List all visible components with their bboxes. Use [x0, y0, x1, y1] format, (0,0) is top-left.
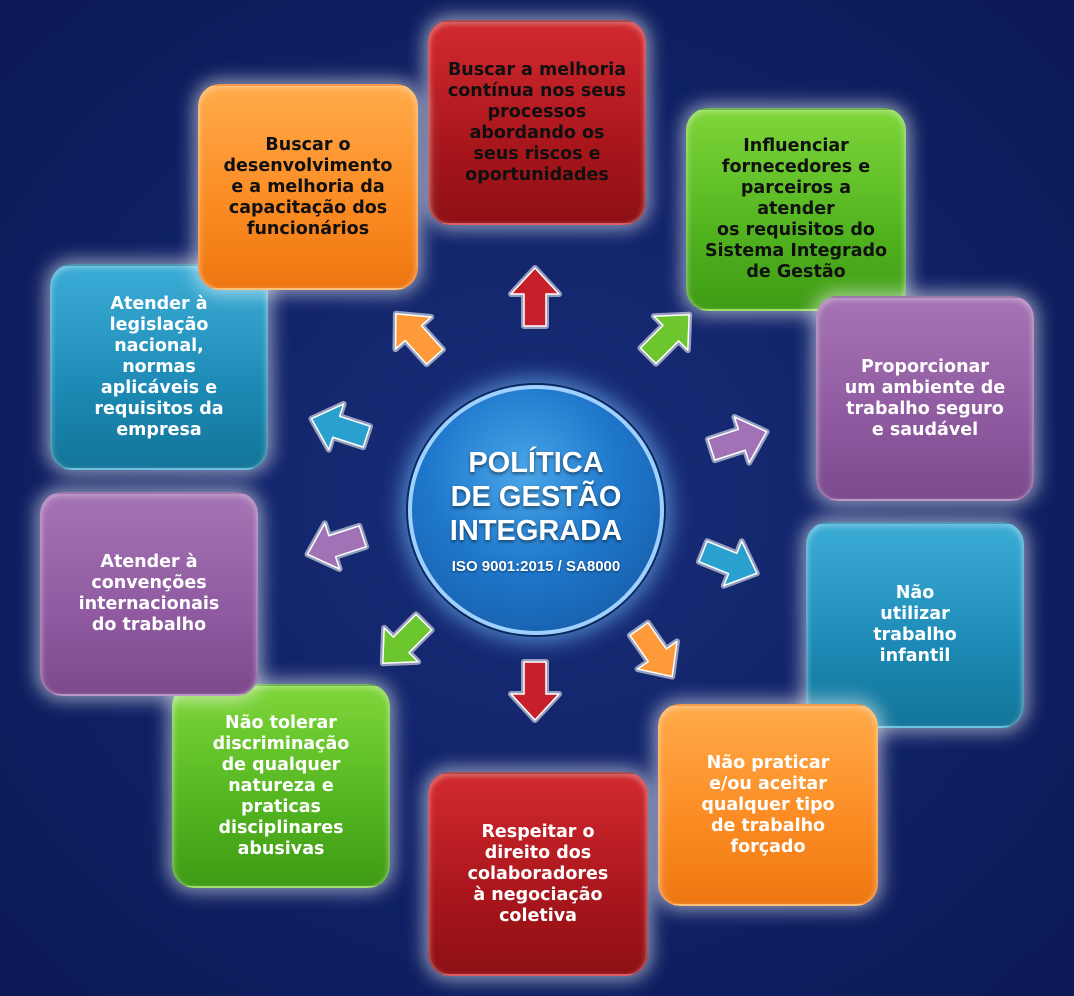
arrow-upleft-orange-shape	[394, 312, 444, 365]
arrow-downleft-green	[379, 611, 435, 667]
item-text: Buscar a melhoria contínua nos seus proc…	[447, 59, 627, 185]
item-box-melhoria-continua: Buscar a melhoria contínua nos seus proc…	[428, 20, 646, 225]
arrow-down-red-glow	[508, 659, 562, 723]
arrow-up-red-glow	[508, 265, 562, 329]
arrow-right-purple	[704, 413, 770, 466]
arrow-down-red	[508, 659, 562, 723]
item-text: Não praticar e/ou aceitar qualquer tipo …	[701, 752, 835, 857]
item-box-capacitacao: Buscar o desenvolvimento e a melhoria da…	[198, 84, 418, 290]
arrow-left-purple-shape	[306, 522, 367, 570]
arrow-right-teal-glow	[695, 538, 760, 589]
item-box-legislacao-nacional: Atender à legislação nacional, normas ap…	[50, 264, 268, 470]
item-text: Respeitar o direito dos colaboradores à …	[467, 821, 609, 926]
arrow-right-teal	[695, 538, 760, 589]
item-text: Não tolerar discriminação de qualquer na…	[212, 712, 350, 859]
item-text: Atender à legislação nacional, normas ap…	[94, 293, 224, 440]
arrow-downleft-green-shape	[382, 613, 433, 664]
arrow-up-red-shape	[510, 267, 560, 327]
item-text: Buscar o desenvolvimento e a melhoria da…	[223, 134, 393, 239]
arrow-left-purple-glow	[304, 520, 370, 573]
arrow-upleft-orange	[392, 310, 446, 368]
arrow-downright-orange	[626, 619, 680, 680]
item-box-trabalho-forcado: Não praticar e/ou aceitar qualquer tipo …	[658, 704, 878, 906]
arrow-right-teal-shape	[698, 540, 758, 587]
center-subtitle: ISO 9001:2015 / SA8000	[451, 557, 621, 575]
item-box-influenciar-fornecedores: Influenciar fornecedores e parceiros a a…	[686, 108, 906, 311]
arrow-left-purple	[304, 520, 370, 573]
arrow-left-teal-glow	[308, 400, 374, 453]
item-box-negociacao-coletiva: Respeitar o direito dos colaboradores à …	[428, 772, 648, 976]
arrow-downright-orange-glow	[626, 619, 680, 680]
arrow-downright-orange-shape	[629, 622, 678, 678]
arrow-right-purple-glow	[704, 413, 770, 466]
item-box-discriminacao: Não tolerar discriminação de qualquer na…	[172, 684, 390, 888]
arrow-downleft-green-glow	[379, 611, 435, 667]
arrow-upright-green-shape	[639, 314, 690, 365]
arrow-up-red	[508, 265, 562, 329]
item-text: Proporcionar um ambiente de trabalho seg…	[844, 356, 1006, 440]
item-text: Atender à convenções internacionais do t…	[78, 552, 220, 635]
item-box-convencoes-internacionais: Atender à convenções internacionais do t…	[40, 492, 258, 696]
arrow-left-teal-shape	[310, 403, 371, 451]
arrow-down-red-shape	[510, 661, 560, 721]
item-text: Influenciar fornecedores e parceiros a a…	[704, 136, 888, 282]
center-circle: POLÍTICA DE GESTÃO INTEGRADA ISO 9001:20…	[408, 385, 664, 635]
item-box-trabalho-infantil: Não utilizar trabalho infantil	[806, 522, 1024, 728]
arrow-upright-green	[637, 311, 693, 367]
arrow-upleft-orange-glow	[392, 310, 446, 368]
arrow-left-teal	[308, 400, 374, 453]
item-text: Não utilizar trabalho infantil	[873, 583, 957, 666]
arrow-right-purple-shape	[707, 416, 768, 464]
arrow-upright-green-glow	[637, 311, 693, 367]
item-box-ambiente-seguro: Proporcionar um ambiente de trabalho seg…	[816, 296, 1034, 501]
center-title: POLÍTICA DE GESTÃO INTEGRADA	[449, 446, 623, 547]
